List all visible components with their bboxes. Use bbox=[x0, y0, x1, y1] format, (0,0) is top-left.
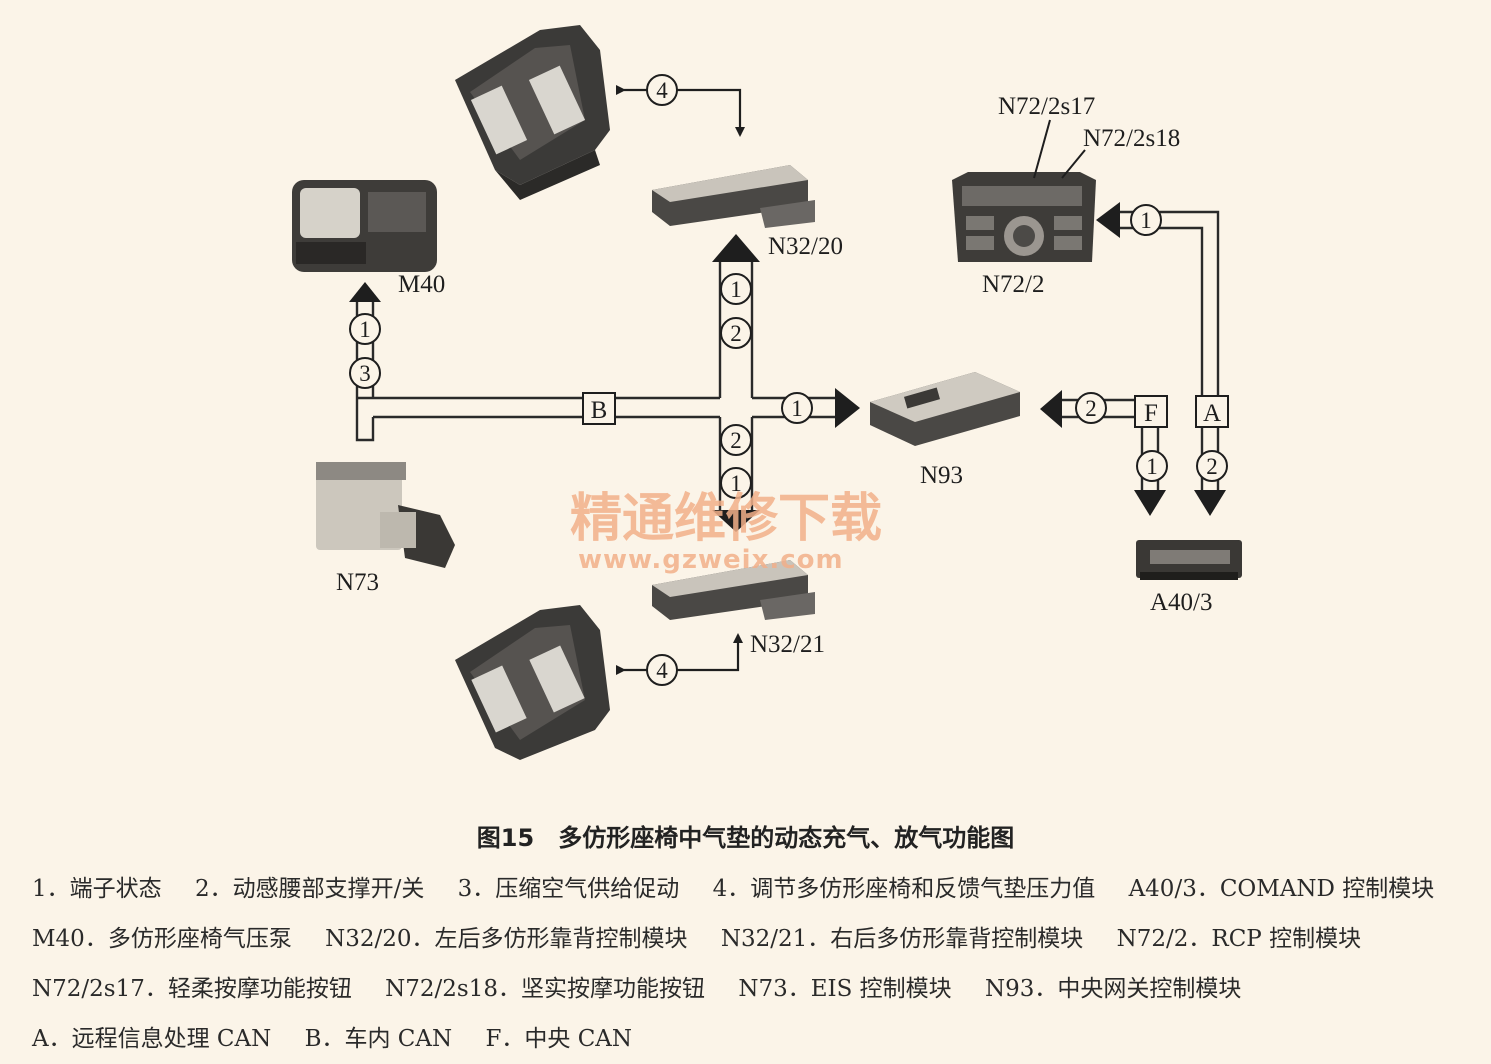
signal-2-badge-n32-21: 2 bbox=[720, 424, 752, 456]
figure-legend: 1．端子状态 2．动感腰部支撑开/关 3．压缩空气供给促动 4．调节多仿形座椅和… bbox=[32, 864, 1477, 1064]
signal-1-badge-n72-2: 1 bbox=[1130, 204, 1162, 236]
rear-seat-right-image bbox=[455, 605, 610, 760]
svg-text:1: 1 bbox=[730, 277, 742, 302]
n93-gateway-image bbox=[870, 372, 1020, 446]
legend-item: N73．EIS 控制模块 bbox=[738, 976, 952, 1002]
label-n72-2: N72/2 bbox=[982, 271, 1045, 298]
signal-3-badge-m40: 3 bbox=[349, 357, 381, 389]
legend-item: 1．端子状态 bbox=[32, 876, 162, 902]
svg-text:2: 2 bbox=[1206, 454, 1218, 479]
svg-text:F: F bbox=[1144, 400, 1158, 427]
label-m40: M40 bbox=[398, 271, 445, 298]
legend-item: N32/21．右后多仿形靠背控制模块 bbox=[720, 926, 1084, 952]
legend-item: A40/3．COMAND 控制模块 bbox=[1128, 876, 1435, 902]
signal-1-badge-n93: 1 bbox=[781, 392, 813, 424]
figure-caption: 图15 多仿形座椅中气垫的动态充气、放气功能图 bbox=[476, 824, 1015, 852]
svg-text:2: 2 bbox=[730, 321, 742, 346]
bus-box-a: A bbox=[1195, 395, 1229, 428]
signal-2-badge-n32-20: 2 bbox=[720, 317, 752, 349]
label-n72-2s17: N72/2s17 bbox=[998, 93, 1095, 120]
svg-text:4: 4 bbox=[656, 78, 668, 103]
svg-text:A: A bbox=[1203, 400, 1221, 427]
legend-item: N72/2．RCP 控制模块 bbox=[1116, 926, 1362, 952]
function-diagram: B F A 4 4 1 3 1 2 2 1 1 2 1 1 2 M40 N32/… bbox=[292, 25, 1242, 760]
label-n32-21: N32/21 bbox=[750, 631, 825, 658]
signal-1-badge-n32-21: 1 bbox=[720, 467, 752, 499]
legend-item: 4．调节多仿形座椅和反馈气垫压力值 bbox=[712, 876, 1096, 902]
svg-text:2: 2 bbox=[1085, 396, 1097, 421]
legend-item: B．车内 CAN bbox=[304, 1026, 453, 1052]
n73-eis-image bbox=[316, 462, 455, 568]
signal-4-badge-bottom: 4 bbox=[646, 654, 678, 686]
watermark-url: www.gzweix.com bbox=[578, 545, 844, 575]
label-n93: N93 bbox=[920, 462, 963, 489]
legend-item: N32/20．左后多仿形靠背控制模块 bbox=[325, 926, 688, 952]
label-n72-2s18: N72/2s18 bbox=[1083, 125, 1180, 152]
signal-4-badge-top: 4 bbox=[646, 74, 678, 106]
legend-item: 3．压缩空气供给促动 bbox=[457, 876, 680, 902]
bus-box-f: F bbox=[1134, 395, 1168, 428]
svg-text:1: 1 bbox=[1140, 208, 1152, 233]
n32-21-module-image bbox=[652, 560, 815, 620]
bus-arrows bbox=[349, 202, 1226, 532]
svg-text:1: 1 bbox=[730, 471, 742, 496]
watermark-title: 精通维修下载 bbox=[570, 489, 882, 549]
legend-item: M40．多仿形座椅气压泵 bbox=[32, 926, 292, 952]
label-n73: N73 bbox=[336, 569, 379, 596]
svg-text:1: 1 bbox=[359, 317, 371, 342]
legend-item: F．中央 CAN bbox=[485, 1026, 633, 1052]
a40-3-comand-image bbox=[1136, 540, 1242, 580]
label-a40-3: A40/3 bbox=[1150, 589, 1213, 616]
legend-item: N93．中央网关控制模块 bbox=[984, 976, 1242, 1002]
svg-text:1: 1 bbox=[791, 396, 803, 421]
svg-text:3: 3 bbox=[359, 361, 371, 386]
svg-text:2: 2 bbox=[730, 428, 742, 453]
m40-pump-image bbox=[292, 180, 437, 272]
n72-2-panel-image bbox=[952, 119, 1096, 262]
svg-text:4: 4 bbox=[656, 658, 668, 683]
signal-1-badge-a40-3: 1 bbox=[1136, 450, 1168, 482]
signal-1-badge-m40: 1 bbox=[349, 313, 381, 345]
bus-box-b: B bbox=[582, 392, 616, 425]
legend-item: A．远程信息处理 CAN bbox=[32, 1026, 272, 1052]
svg-text:B: B bbox=[591, 397, 608, 424]
n32-20-module-image bbox=[652, 165, 815, 228]
signal-2-badge-a40-3: 2 bbox=[1196, 450, 1228, 482]
rear-seat-left-image bbox=[455, 25, 610, 200]
svg-text:1: 1 bbox=[1146, 454, 1158, 479]
legend-item: 2．动感腰部支撑开/关 bbox=[194, 876, 425, 902]
label-n32-20: N32/20 bbox=[768, 233, 843, 260]
legend-item: N72/2s17．轻柔按摩功能按钮 bbox=[32, 976, 352, 1002]
legend-item: N72/2s18．坚实按摩功能按钮 bbox=[385, 976, 705, 1002]
signal-1-badge-n32-20: 1 bbox=[720, 273, 752, 305]
signal-2-badge-n93: 2 bbox=[1075, 392, 1107, 424]
